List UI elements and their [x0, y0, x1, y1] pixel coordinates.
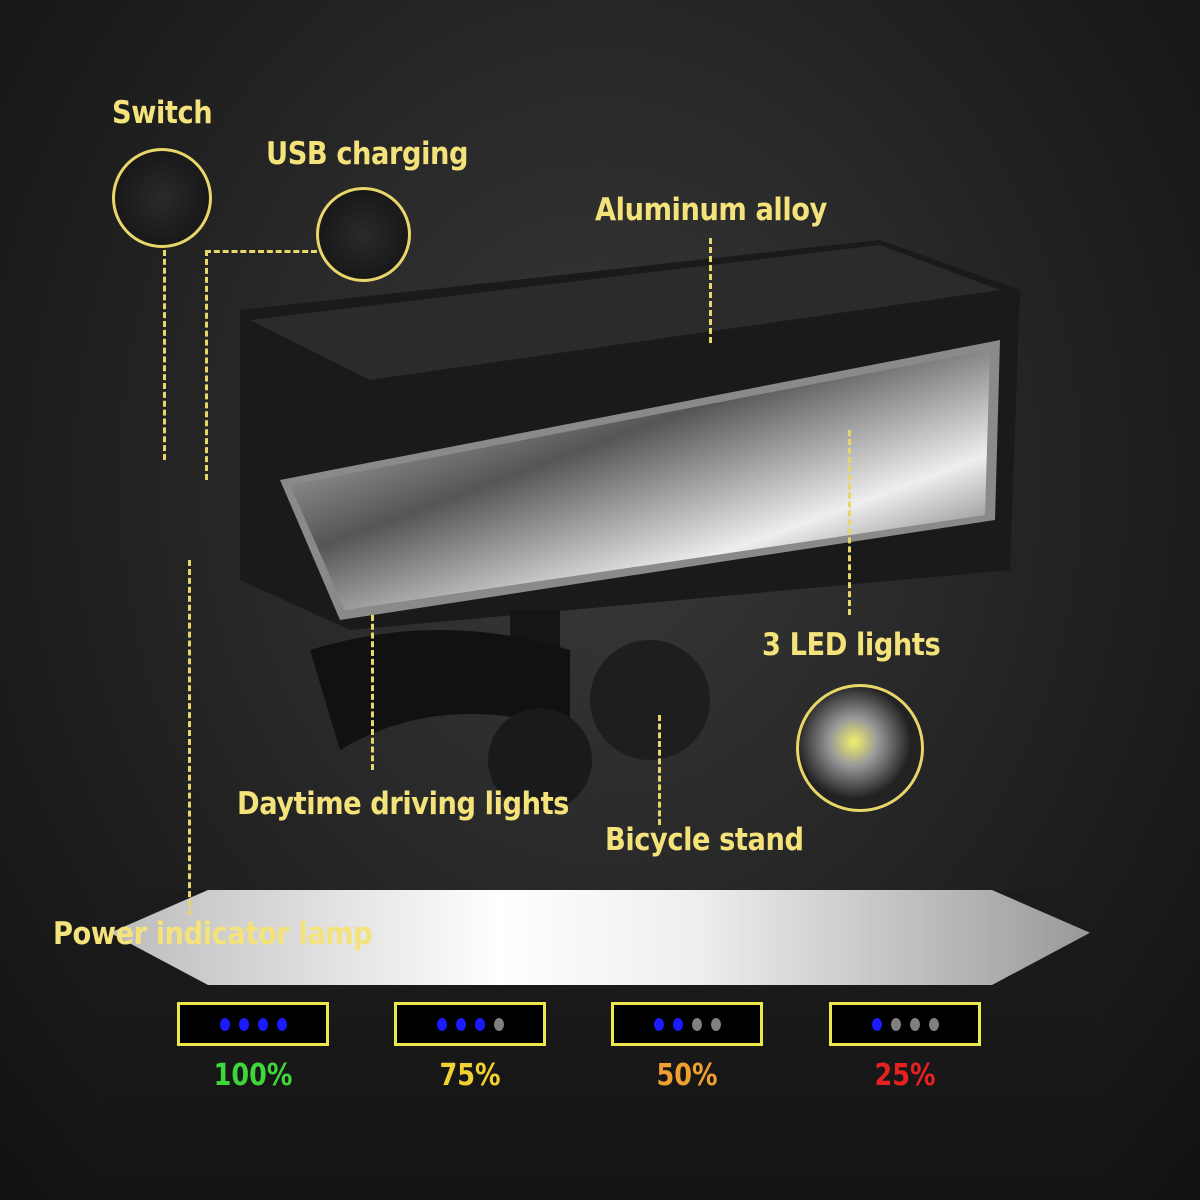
power-leader-line [188, 560, 191, 915]
led-label: 3 LED lights [762, 627, 941, 663]
usb-leader-line-v [205, 250, 208, 480]
led-off-dot [909, 1017, 920, 1031]
led-on-dot [672, 1017, 683, 1031]
daytime-label: Daytime driving lights [237, 786, 569, 822]
stage-top-surface [110, 890, 1090, 985]
daytime-leader-line [371, 615, 374, 770]
switch-leader-line [163, 250, 166, 460]
aluminum-label: Aluminum alloy [595, 192, 827, 228]
led-on-dot [474, 1017, 485, 1031]
led-off-dot [691, 1017, 702, 1031]
battery-indicator-1 [394, 1002, 546, 1046]
led-on-dot [257, 1017, 268, 1031]
battery-percent-label: 75% [439, 1058, 501, 1093]
battery-percent-label: 25% [874, 1058, 936, 1093]
battery-indicator-0 [177, 1002, 329, 1046]
led-on-dot [276, 1017, 287, 1031]
led-on-dot [238, 1017, 249, 1031]
led-off-dot [493, 1017, 504, 1031]
usb-label: USB charging [266, 136, 469, 172]
stand-label: Bicycle stand [605, 822, 804, 858]
led-on-dot [219, 1017, 230, 1031]
led-on-dot [436, 1017, 447, 1031]
led-on-dot [653, 1017, 664, 1031]
battery-percent-label: 50% [656, 1058, 718, 1093]
usb-leader-line-h [205, 250, 317, 253]
aluminum-leader-line [709, 238, 712, 343]
battery-indicator-2 [611, 1002, 763, 1046]
stand-leader-line [658, 715, 661, 825]
led-off-dot [928, 1017, 939, 1031]
led-on-dot [455, 1017, 466, 1031]
switch-label: Switch [112, 95, 213, 131]
battery-percent-label: 100% [213, 1058, 293, 1093]
battery-indicator-3 [829, 1002, 981, 1046]
led-off-dot [890, 1017, 901, 1031]
led-on-dot [871, 1017, 882, 1031]
bike-light-product-image [240, 240, 1020, 810]
led-leader-line [848, 430, 851, 615]
led-closeup [796, 684, 924, 812]
usb-port-closeup [316, 187, 411, 282]
led-off-dot [710, 1017, 721, 1031]
power-label: Power indicator lamp [53, 916, 373, 952]
switch-closeup [112, 148, 212, 248]
